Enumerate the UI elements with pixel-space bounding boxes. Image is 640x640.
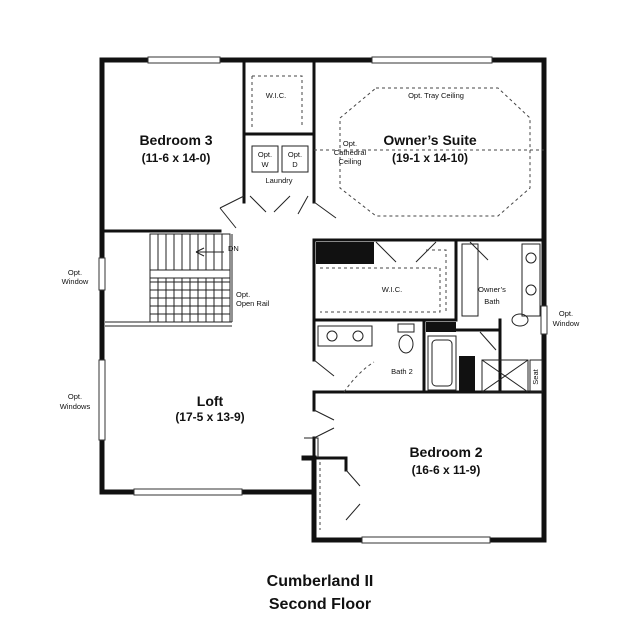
bedroom3-dim: (11-6 x 14-0) (142, 151, 211, 165)
opt-w-line1: Opt. (258, 150, 272, 159)
owners-suite-name: Owner’s Suite (383, 132, 477, 148)
loft-name: Loft (197, 393, 224, 409)
opt-w-line2: W (261, 160, 269, 169)
loft-dim: (17-5 x 13-9) (175, 410, 244, 424)
window-left-line2: Window (62, 277, 89, 286)
windows-left-line1: Opt. (68, 392, 82, 401)
opt-d-line2: D (292, 160, 298, 169)
windows-left-line2: Windows (60, 402, 91, 411)
bedroom3-name: Bedroom 3 (139, 132, 212, 148)
cathedral-line1: Opt. (343, 139, 357, 148)
seat-label: Seat (531, 368, 540, 384)
dn-label: DN (228, 244, 239, 253)
bath2-label: Bath 2 (391, 367, 413, 376)
bedroom2-dim: (16-6 x 11-9) (412, 463, 481, 477)
windows (98, 56, 548, 544)
owners-bath-line1: Owner’s (478, 285, 506, 294)
bedroom2-name: Bedroom 2 (409, 444, 482, 460)
window-left-line1: Opt. (68, 268, 82, 277)
tray-ceiling-note: Opt. Tray Ceiling (408, 91, 464, 100)
laundry-label: Laundry (265, 176, 292, 185)
wic-top-label: W.I.C. (266, 91, 286, 100)
plan-subtitle: Second Floor (268, 596, 372, 613)
window-right-line2: Window (553, 319, 580, 328)
wic-owner-label: W.I.C. (382, 285, 402, 294)
owners-suite-dim: (19-1 x 14-10) (392, 151, 468, 165)
cathedral-line3: Ceiling (339, 157, 362, 166)
fixtures (251, 145, 543, 530)
column-block (316, 242, 374, 264)
doors (219, 195, 497, 521)
wall-block (459, 356, 475, 392)
stairs (105, 233, 233, 327)
ceiling-lines (251, 75, 544, 217)
owners-bath-line2: Bath (484, 297, 499, 306)
plan-title: Cumberland II (266, 573, 374, 590)
open-rail-line2: Open Rail (236, 299, 270, 308)
cathedral-line2: Cathedral (334, 148, 367, 157)
wall-block-small (426, 322, 456, 332)
opt-d-line1: Opt. (288, 150, 302, 159)
open-rail-line1: Opt. (236, 290, 250, 299)
window-right-line1: Opt. (559, 309, 573, 318)
